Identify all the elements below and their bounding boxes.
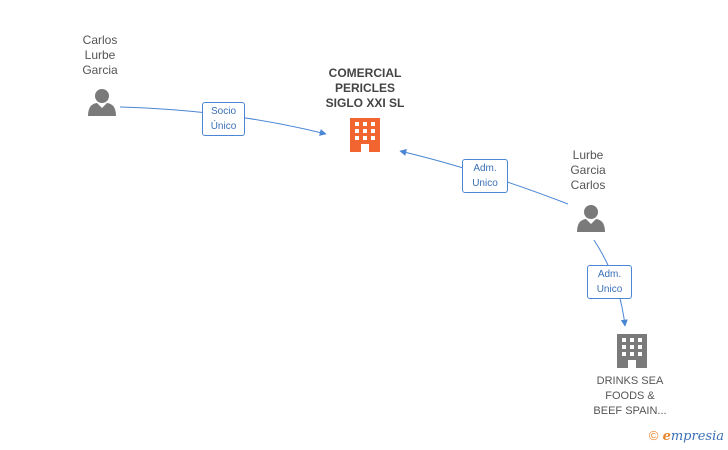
person-icon[interactable] <box>577 205 605 232</box>
edge-label-adm-unico: Adm. Unico <box>587 265 632 299</box>
person-name-label[interactable]: Lurbe Garcia Carlos <box>570 148 606 192</box>
company-name-label[interactable]: COMERCIAL PERICLES SIGLO XXI SL <box>325 66 405 110</box>
building-icon[interactable] <box>350 118 380 152</box>
person-icon[interactable] <box>88 89 116 116</box>
copyright-symbol: © <box>648 428 659 443</box>
building-icon[interactable] <box>617 334 647 368</box>
person-name-label[interactable]: Carlos Lurbe Garcia <box>82 33 118 77</box>
brand-name: mpresia <box>670 429 724 444</box>
edge-label-socio-unico: Socio Único <box>202 102 245 136</box>
company-name-label[interactable]: DRINKS SEA FOODS & BEEF SPAIN... <box>593 375 667 417</box>
empresia-logo[interactable]: © empresia <box>649 428 724 444</box>
edge-label-adm-unico: Adm. Unico <box>462 159 508 193</box>
brand-first-letter: e <box>662 429 671 444</box>
